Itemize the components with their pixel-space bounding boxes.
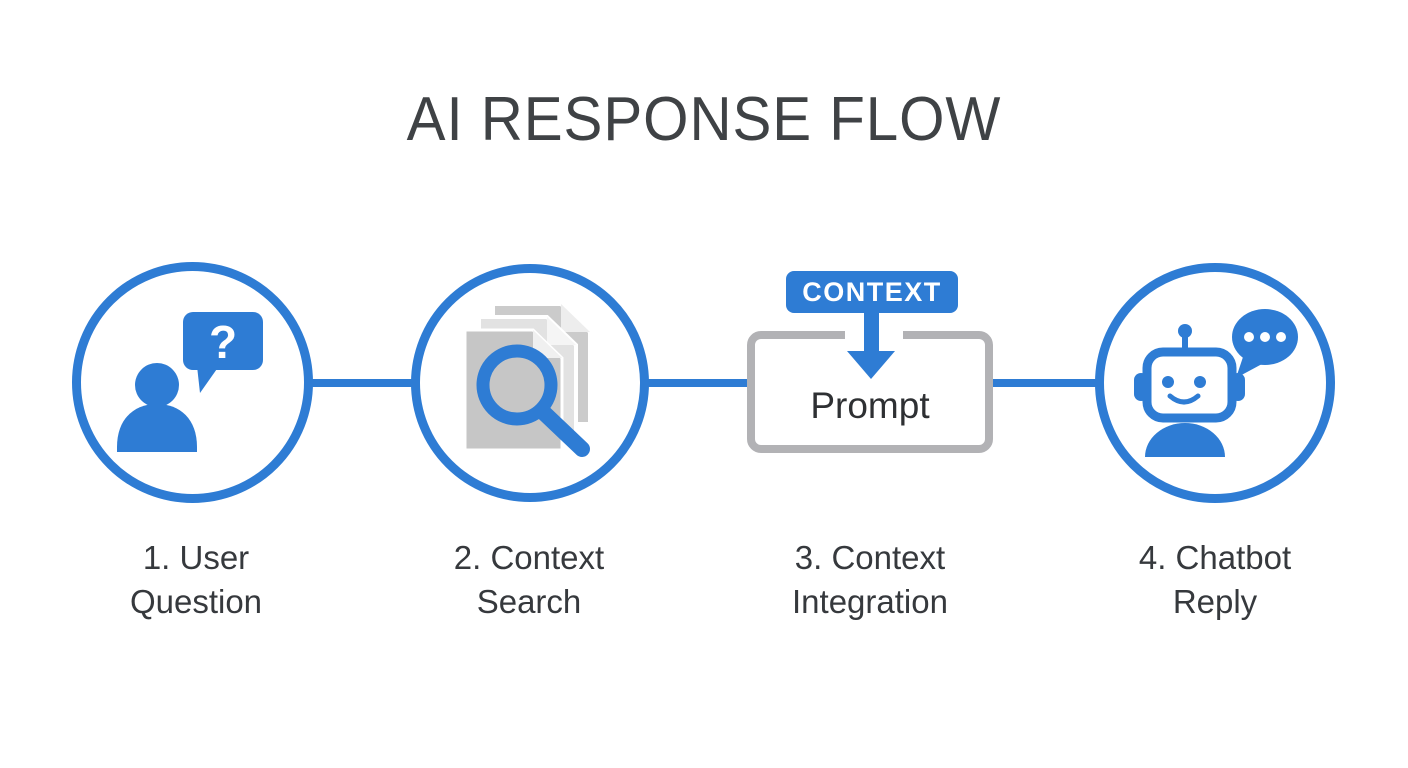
step-label-line: Reply — [1172, 583, 1258, 620]
step-label-line: Question — [129, 583, 263, 620]
step-label-line: Search — [476, 583, 582, 620]
prompt-box — [747, 331, 993, 453]
robot-face-icon — [1134, 324, 1245, 457]
prompt-label: Prompt — [810, 385, 930, 426]
step-label-line: 2. Context — [453, 539, 605, 576]
step-node-user-question — [72, 262, 313, 503]
context-tag-label: CONTEXT — [802, 276, 942, 307]
speech-bubble-dots-icon — [1232, 309, 1298, 378]
context-arrow-head-icon — [847, 351, 895, 379]
context-arrow-stem — [864, 308, 879, 352]
step-label-line: Integration — [792, 583, 948, 620]
question-mark-glyph: ? — [209, 316, 237, 368]
step-label-chatbot-reply: 4. Chatbot Reply — [1090, 536, 1340, 624]
connector-line-3 — [985, 379, 1107, 387]
step-label-context-integration: 3. Context Integration — [745, 536, 995, 624]
connector-line-2 — [635, 379, 760, 387]
connector-line-1 — [300, 379, 425, 387]
document-search-icon — [463, 302, 592, 457]
step-label-line: 3. Context — [794, 539, 946, 576]
step-node-context-search — [411, 264, 649, 502]
step-label-user-question: 1. User Question — [71, 536, 321, 624]
chatbot-reply-icon — [1134, 309, 1298, 457]
step-label-line: 4. Chatbot — [1138, 539, 1292, 576]
step-label-line: 1. User — [142, 539, 250, 576]
step-label-context-search: 2. Context Search — [404, 536, 654, 624]
magnifier-glyph — [476, 344, 590, 457]
context-tag: CONTEXT — [786, 271, 958, 313]
page-title: AI RESPONSE FLOW — [406, 85, 1002, 154]
user-question-icon: ? — [117, 312, 263, 452]
